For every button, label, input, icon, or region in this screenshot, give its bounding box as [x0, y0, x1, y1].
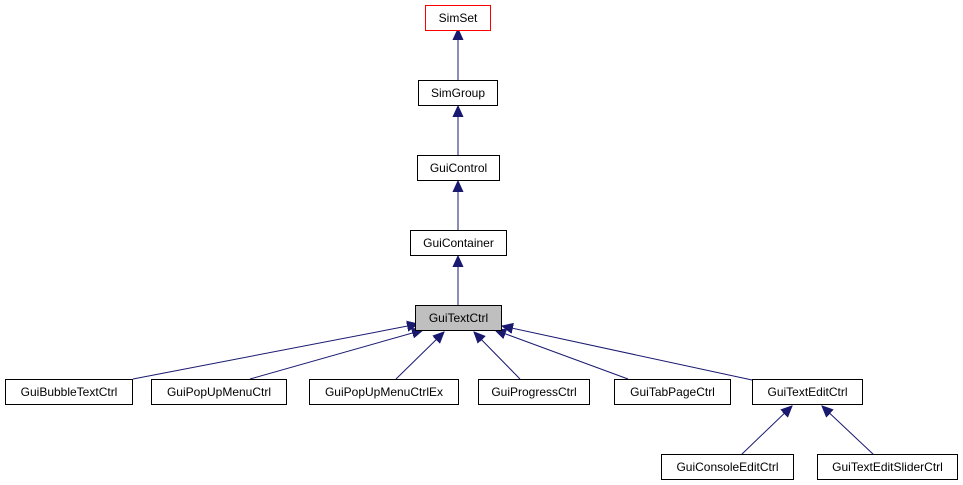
node-simset[interactable]: SimSet [425, 5, 491, 31]
node-label: GuiContainer [423, 236, 494, 250]
node-guitexteditctrl[interactable]: GuiTextEditCtrl [752, 379, 863, 405]
node-guiconsoleeditctrl[interactable]: GuiConsoleEditCtrl [661, 454, 794, 480]
node-guitexteditsliderctrl[interactable]: GuiTextEditSliderCtrl [817, 454, 958, 480]
node-guipopupmenuctrl[interactable]: GuiPopUpMenuCtrl [151, 379, 287, 405]
edge-guitabpagectrl-guitextctrl [495, 330, 629, 380]
edge-guitexteditctrl-guitextctrl [502, 326, 753, 381]
node-label: GuiTextEditSliderCtrl [832, 460, 943, 474]
edge-guiprogressctrl-guitextctrl [474, 332, 521, 380]
node-guibubbletextctrl[interactable]: GuiBubbleTextCtrl [5, 379, 133, 405]
edge-guipopupmenuctrlex-guitextctrl [395, 332, 444, 380]
node-label: GuiPopUpMenuCtrl [166, 385, 272, 399]
node-label: GuiTextCtrl [428, 311, 489, 325]
edge-guitexteditsliderctrl-guitexteditctrl [822, 406, 875, 456]
node-label: GuiConsoleEditCtrl [676, 460, 779, 474]
node-guiprogressctrl[interactable]: GuiProgressCtrl [478, 379, 590, 405]
node-label: GuiControl [429, 161, 488, 175]
edge-guiconsoleeditctrl-guitexteditctrl [740, 406, 792, 456]
node-label: GuiTabPageCtrl [630, 385, 715, 399]
node-label: SimGroup [430, 86, 486, 100]
edge-guipopupmenuctrl-guitextctrl [249, 330, 423, 380]
node-guitextctrl: GuiTextCtrl [415, 305, 502, 331]
node-label: GuiTextEditCtrl [767, 385, 848, 399]
node-label: SimSet [438, 11, 478, 25]
node-label: GuiBubbleTextCtrl [20, 385, 118, 399]
node-label: GuiPopUpMenuCtrlEx [324, 385, 444, 399]
node-guicontainer[interactable]: GuiContainer [410, 230, 507, 256]
node-guipopupmenuctrlex[interactable]: GuiPopUpMenuCtrlEx [309, 379, 459, 405]
edge-guibubbletextctrl-guitextctrl [132, 324, 418, 380]
node-guicontrol[interactable]: GuiControl [417, 155, 500, 181]
node-guitabpagectrl[interactable]: GuiTabPageCtrl [614, 379, 731, 405]
node-simgroup[interactable]: SimGroup [418, 80, 498, 106]
node-label: GuiProgressCtrl [491, 385, 577, 399]
